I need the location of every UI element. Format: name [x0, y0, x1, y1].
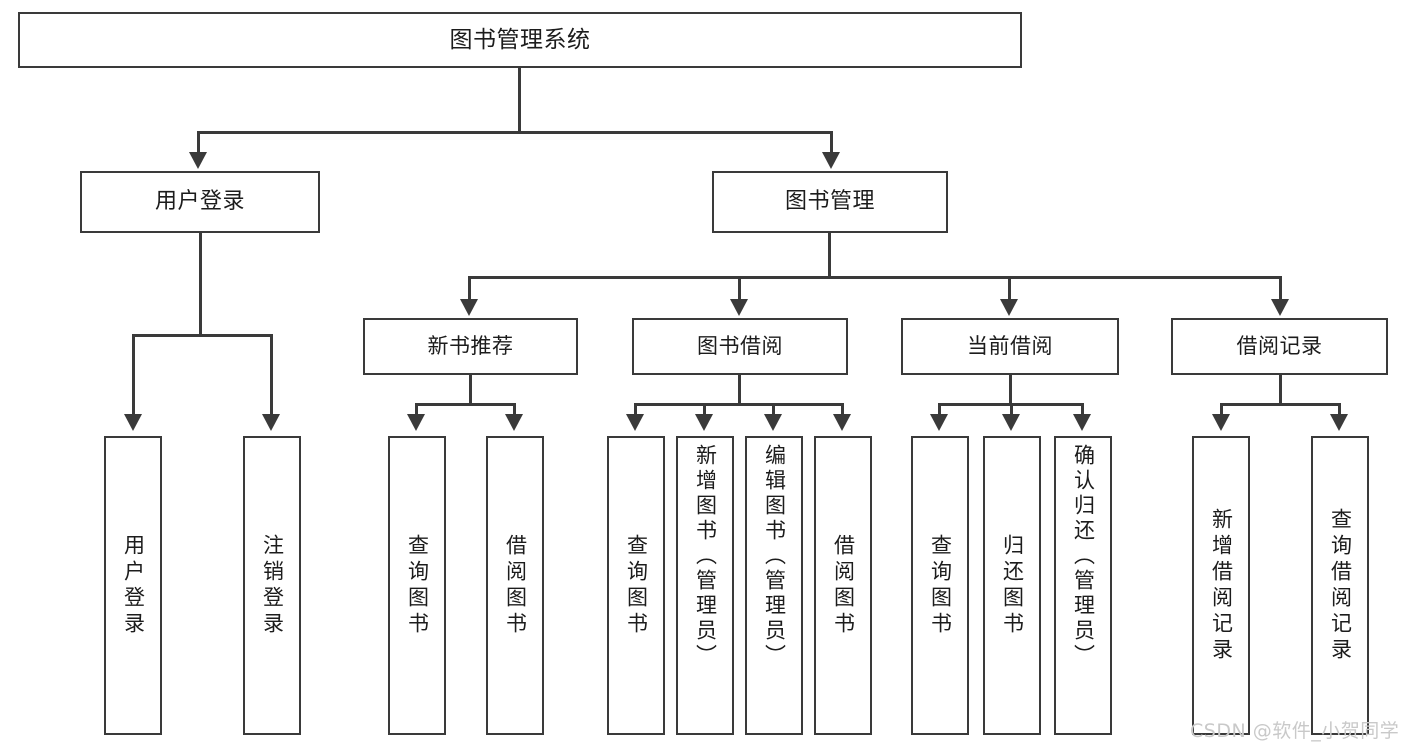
- node-new-book-rec-label: 新书推荐: [427, 333, 514, 358]
- arrowhead-leaf-borrow-book-rec: [505, 414, 523, 431]
- connector-root-stem: [518, 68, 521, 132]
- node-leaf-borrow-book-rec-label: 借阅图书: [503, 533, 528, 638]
- arrowhead-leaf-query-record: [1330, 414, 1348, 431]
- connector-to-book-borrow: [738, 276, 741, 301]
- node-user-login[interactable]: 用户登录: [80, 171, 320, 233]
- connector-book-borrow-drop-3: [772, 403, 775, 415]
- node-leaf-query-book-bor-label: 查询图书: [624, 533, 649, 638]
- node-leaf-edit-book[interactable]: 编辑图书（管理员）: [745, 436, 803, 735]
- connector-book-manage-stem: [828, 233, 831, 278]
- node-book-manage[interactable]: 图书管理: [712, 171, 948, 233]
- node-leaf-borrow-book-rec[interactable]: 借阅图书: [486, 436, 544, 735]
- connector-current-borrow-stem: [1009, 375, 1012, 405]
- arrowhead-user-login: [189, 152, 207, 169]
- connector-root-to-user-login: [197, 131, 200, 155]
- node-borrow-record-label: 借阅记录: [1236, 333, 1323, 358]
- node-leaf-borrow-book-bor[interactable]: 借阅图书: [814, 436, 872, 735]
- node-book-borrow[interactable]: 图书借阅: [632, 318, 848, 375]
- connector-book-borrow-drop-4: [841, 403, 844, 415]
- node-leaf-query-book-cur[interactable]: 查询图书: [911, 436, 969, 735]
- connector-borrow-record-drop-2: [1338, 403, 1341, 415]
- connector-to-new-book-rec: [468, 276, 471, 301]
- node-leaf-query-book-bor[interactable]: 查询图书: [607, 436, 665, 735]
- node-root-system-label: 图书管理系统: [449, 26, 591, 53]
- connector-new-book-rec-bus: [415, 403, 516, 406]
- node-borrow-record[interactable]: 借阅记录: [1171, 318, 1388, 375]
- connector-book-manage-bus: [468, 276, 1282, 279]
- node-leaf-query-book-rec-label: 查询图书: [405, 533, 430, 638]
- node-leaf-add-record[interactable]: 新增借阅记录: [1192, 436, 1250, 735]
- connector-new-book-rec-drop-1: [415, 403, 418, 415]
- arrowhead-leaf-return-book: [1002, 414, 1020, 431]
- node-leaf-edit-book-label: 编辑图书（管理员）: [762, 444, 787, 669]
- node-leaf-confirm-return-label: 确认归还（管理员）: [1071, 444, 1096, 669]
- connector-user-login-bus: [132, 334, 272, 337]
- connector-new-book-rec-drop-2: [513, 403, 516, 415]
- arrowhead-borrow-record: [1271, 299, 1289, 316]
- connector-to-current-borrow: [1008, 276, 1011, 301]
- connector-root-to-book-manage: [830, 131, 833, 155]
- connector-book-borrow-drop-2: [703, 403, 706, 415]
- node-leaf-return-book[interactable]: 归还图书: [983, 436, 1041, 735]
- arrowhead-book-borrow: [730, 299, 748, 316]
- node-user-login-label: 用户登录: [154, 188, 245, 214]
- connector-user-login-drop-1: [132, 334, 135, 416]
- arrowhead-leaf-query-book-rec: [407, 414, 425, 431]
- arrowhead-leaf-add-record: [1212, 414, 1230, 431]
- node-leaf-query-book-cur-label: 查询图书: [928, 533, 953, 638]
- arrowhead-leaf-borrow-book-bor: [833, 414, 851, 431]
- connector-root-bus: [197, 131, 833, 134]
- arrowhead-book-manage: [822, 152, 840, 169]
- node-leaf-borrow-book-bor-label: 借阅图书: [831, 533, 856, 638]
- connector-book-borrow-stem: [738, 375, 741, 405]
- node-leaf-user-login[interactable]: 用户登录: [104, 436, 162, 735]
- node-current-borrow-label: 当前借阅: [967, 333, 1053, 358]
- node-leaf-user-logout[interactable]: 注销登录: [243, 436, 301, 735]
- node-leaf-query-record[interactable]: 查询借阅记录: [1311, 436, 1369, 735]
- node-leaf-user-login-label: 用户登录: [121, 533, 146, 638]
- arrowhead-leaf-user-login: [124, 414, 142, 431]
- connector-current-borrow-drop-3: [1081, 403, 1084, 415]
- arrowhead-new-book-rec: [460, 299, 478, 316]
- arrowhead-leaf-add-book: [695, 414, 713, 431]
- node-leaf-user-logout-label: 注销登录: [260, 533, 285, 638]
- node-leaf-add-book-label: 新增图书（管理员）: [693, 444, 718, 669]
- connector-user-login-stem: [199, 233, 202, 336]
- node-book-manage-label: 图书管理: [784, 188, 875, 214]
- arrowhead-leaf-query-book-cur: [930, 414, 948, 431]
- node-current-borrow[interactable]: 当前借阅: [901, 318, 1119, 375]
- connector-book-borrow-bus: [634, 403, 843, 406]
- node-leaf-query-book-rec[interactable]: 查询图书: [388, 436, 446, 735]
- arrowhead-leaf-query-book-bor: [626, 414, 644, 431]
- node-new-book-rec[interactable]: 新书推荐: [363, 318, 578, 375]
- connector-current-borrow-drop-2: [1010, 403, 1013, 415]
- arrowhead-leaf-edit-book: [764, 414, 782, 431]
- arrowhead-current-borrow: [1000, 299, 1018, 316]
- node-leaf-return-book-label: 归还图书: [1000, 533, 1025, 638]
- connector-current-borrow-drop-1: [938, 403, 941, 415]
- node-leaf-add-book[interactable]: 新增图书（管理员）: [676, 436, 734, 735]
- node-root-system[interactable]: 图书管理系统: [18, 12, 1022, 68]
- node-book-borrow-label: 图书借阅: [697, 333, 783, 358]
- connector-new-book-rec-stem: [469, 375, 472, 405]
- node-leaf-add-record-label: 新增借阅记录: [1209, 507, 1234, 664]
- connector-borrow-record-bus: [1220, 403, 1340, 406]
- connector-borrow-record-stem: [1279, 375, 1282, 405]
- node-leaf-query-record-label: 查询借阅记录: [1328, 507, 1353, 664]
- arrowhead-leaf-user-logout: [262, 414, 280, 431]
- node-leaf-confirm-return[interactable]: 确认归还（管理员）: [1054, 436, 1112, 735]
- connector-book-borrow-drop-1: [634, 403, 637, 415]
- arrowhead-leaf-confirm-return: [1073, 414, 1091, 431]
- connector-user-login-drop-2: [270, 334, 273, 416]
- connector-borrow-record-drop-1: [1220, 403, 1223, 415]
- connector-to-borrow-record: [1279, 276, 1282, 301]
